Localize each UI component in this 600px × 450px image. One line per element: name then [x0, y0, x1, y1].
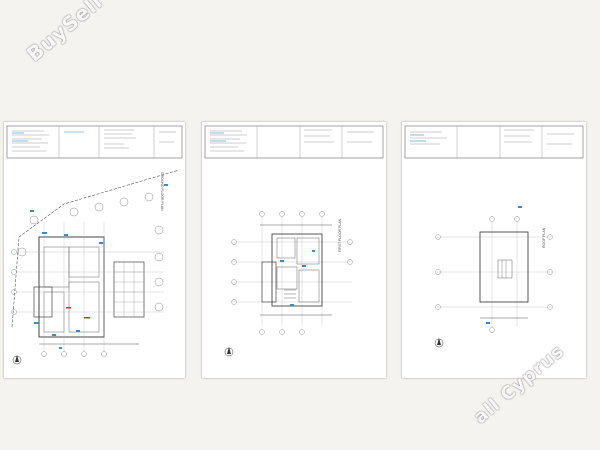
- roof-plan-drawing: [404, 125, 584, 348]
- site-plan-drawing: [6, 125, 183, 365]
- first-floor-sheet[interactable]: FIRST FLOOR PLAN: [202, 122, 386, 378]
- first-floor-drawing: [204, 125, 384, 357]
- site-plan-title: GROUND FLOOR PLAN: [160, 172, 164, 211]
- first-floor-plan-title: FIRST FLOOR PLAN: [338, 218, 342, 252]
- roof-plan-title: ROOF PLAN: [542, 227, 546, 248]
- site-plan-sheet[interactable]: GROUND FLOOR PLAN: [4, 122, 185, 378]
- roof-plan-sheet[interactable]: ROOF PLAN: [402, 122, 586, 378]
- watermark-top-left: BuySell: [22, 0, 108, 67]
